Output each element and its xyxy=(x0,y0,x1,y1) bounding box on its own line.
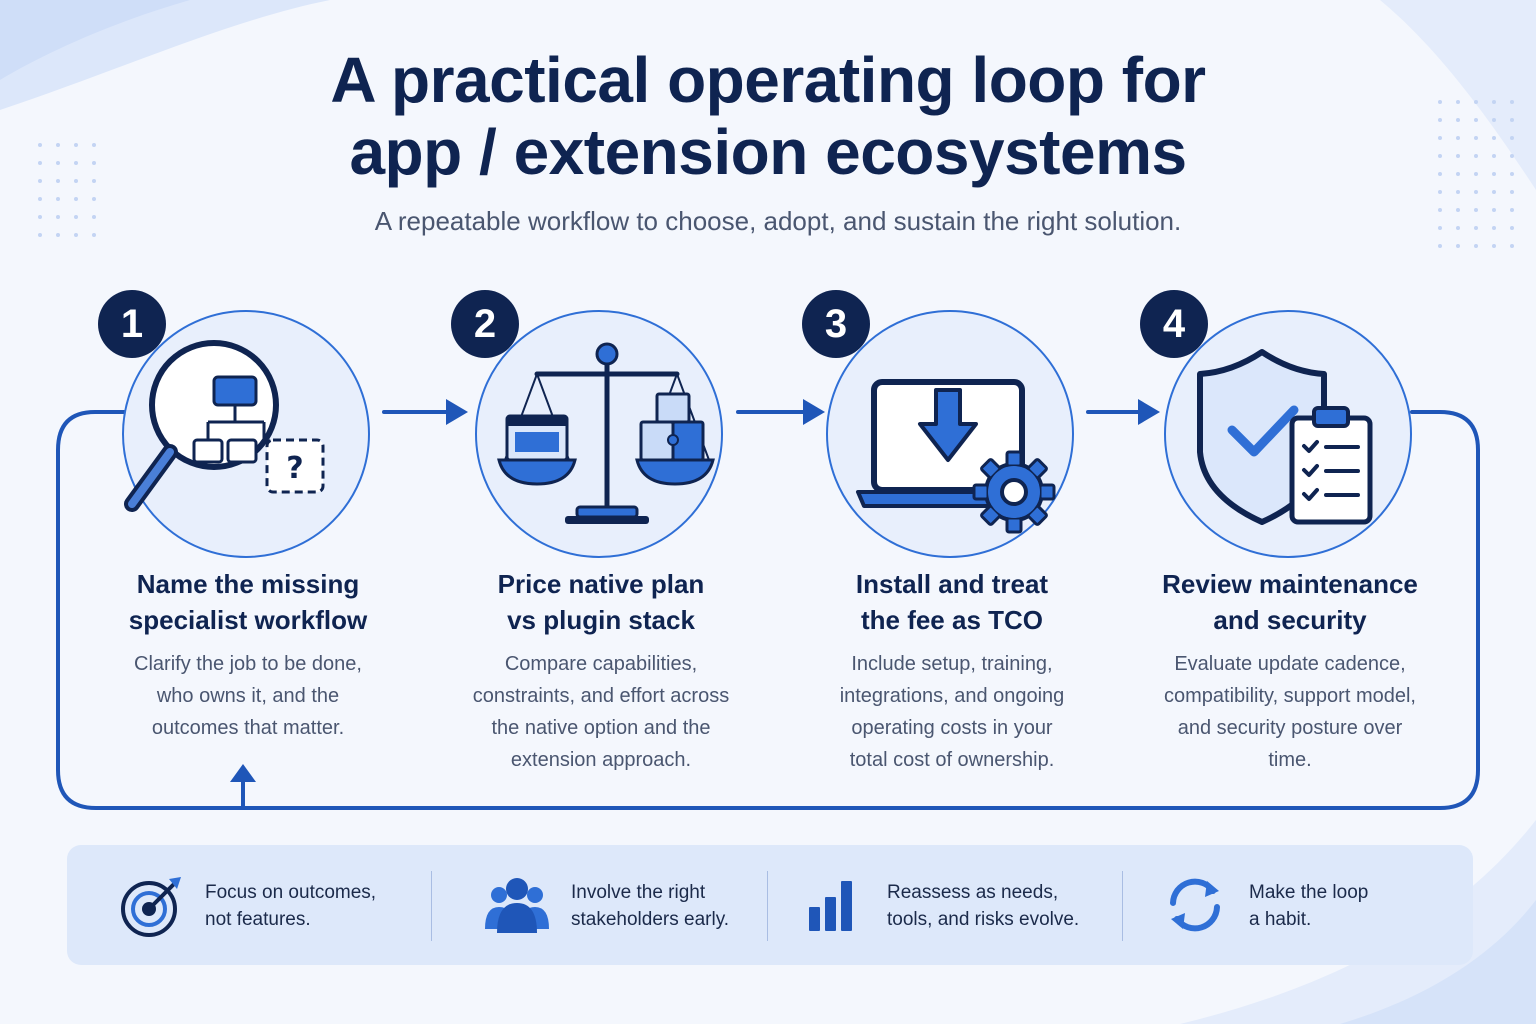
arrowhead-up-icon xyxy=(230,764,256,782)
tip-stakeholders-text: Involve the right stakeholders early. xyxy=(571,879,811,933)
step-1-title: Name the missing specialist workflow xyxy=(78,566,418,638)
arrowhead-2-3-icon xyxy=(803,399,825,425)
dot-grid-left xyxy=(38,143,96,237)
step-1: ? 1 Name the missing specialist workflow… xyxy=(78,290,418,790)
step-2-description-line: constraints, and effort across xyxy=(472,685,730,707)
step-4-title-line: and security xyxy=(1213,605,1367,635)
step-3-title-line: the fee as TCO xyxy=(860,605,1044,635)
step-4-description: Evaluate update cadence, compatibility, … xyxy=(1120,648,1460,776)
step-2-circle xyxy=(475,310,723,558)
dot-grid-right xyxy=(1438,100,1514,248)
step-1-title-line: specialist workflow xyxy=(128,605,368,635)
step-1-description-line: who owns it, and the xyxy=(156,685,340,707)
laptop-download-gear-icon xyxy=(856,379,1056,534)
step-1-description-line: outcomes that matter. xyxy=(151,717,345,739)
step-2-title: Price native plan vs plugin stack xyxy=(431,566,771,638)
step-3-number-badge: 3 xyxy=(802,290,870,358)
step-2-description-line: extension approach. xyxy=(510,749,692,771)
tips-bar: Focus on outcomes, not features. Involve… xyxy=(67,845,1473,965)
step-4-description-line: compatibility, support model, xyxy=(1164,685,1416,707)
page-subtitle: A repeatable workflow to choose, adopt, … xyxy=(374,206,1182,236)
svg-text:?: ? xyxy=(286,451,303,486)
step-2-description-line: Compare capabilities, xyxy=(504,653,698,675)
bar-chart-icon xyxy=(809,881,852,931)
refresh-cycle-icon xyxy=(1170,878,1220,932)
step-2-title-line: Price native plan xyxy=(497,569,705,599)
step-1-title-line: Name the missing xyxy=(136,569,360,599)
tip-text-line: stakeholders early. xyxy=(571,909,730,930)
step-2-number-badge: 2 xyxy=(451,290,519,358)
tip-divider xyxy=(767,871,768,941)
step-1-number-badge: 1 xyxy=(98,290,166,358)
tip-outcomes-text: Focus on outcomes, not features. xyxy=(205,879,445,933)
tip-divider xyxy=(1122,871,1123,941)
step-2-title-line: vs plugin stack xyxy=(507,605,695,635)
step-2-description-line: the native option and the xyxy=(491,717,711,739)
step-4-title-line: Review maintenance xyxy=(1162,569,1418,599)
balance-scale-icon xyxy=(497,342,715,524)
step-2-description: Compare capabilities, constraints, and e… xyxy=(431,648,771,776)
step-3-description-line: total cost of ownership. xyxy=(849,749,1055,771)
step-3-description-line: operating costs in your xyxy=(851,717,1053,739)
tip-reassess-text: Reassess as needs, tools, and risks evol… xyxy=(887,879,1127,933)
tip-habit-text: Make the loop a habit. xyxy=(1249,879,1489,933)
tip-text-line: tools, and risks evolve. xyxy=(887,909,1080,930)
magnifier-workflow-question-icon: ? xyxy=(124,340,325,512)
step-3-description-line: Include setup, training, xyxy=(851,653,1053,675)
step-3-circle xyxy=(826,310,1074,558)
step-2: 2 Price native plan vs plugin stack Comp… xyxy=(431,290,771,790)
tip-text-line: Involve the right xyxy=(571,882,706,903)
tip-divider xyxy=(431,871,432,941)
step-1-description: Clarify the job to be done, who owns it,… xyxy=(78,648,418,744)
step-1-description-line: Clarify the job to be done, xyxy=(134,653,362,675)
step-4: 4 Review maintenance and security Evalua… xyxy=(1120,290,1460,790)
shield-checklist-icon xyxy=(1197,349,1373,525)
step-3-title: Install and treat the fee as TCO xyxy=(782,566,1122,638)
step-3: 3 Install and treat the fee as TCO Inclu… xyxy=(782,290,1122,790)
step-3-description-line: integrations, and ongoing xyxy=(839,685,1065,707)
title-line-1: A practical operating loop for xyxy=(330,44,1206,116)
step-4-number-badge: 4 xyxy=(1140,290,1208,358)
page-title: A practical operating loop for app / ext… xyxy=(0,44,1536,188)
target-arrow-icon xyxy=(121,877,181,937)
step-3-title-line: Install and treat xyxy=(855,569,1049,599)
people-group-icon xyxy=(485,878,549,933)
tip-text-line: Reassess as needs, xyxy=(887,882,1059,903)
tip-text-line: Make the loop xyxy=(1249,882,1369,903)
arrowhead-3-4-icon xyxy=(1138,399,1160,425)
tip-text-line: not features. xyxy=(205,909,311,930)
loop-return-path xyxy=(56,410,1480,810)
arrowhead-1-2-icon xyxy=(446,399,468,425)
tip-text-line: Focus on outcomes, xyxy=(205,882,377,903)
step-3-description: Include setup, training, integrations, a… xyxy=(782,648,1122,776)
step-4-title: Review maintenance and security xyxy=(1120,566,1460,638)
title-line-2: app / extension ecosystems xyxy=(349,116,1187,188)
step-1-circle: ? xyxy=(122,310,370,558)
tip-text-line: a habit. xyxy=(1249,909,1312,930)
step-4-description-line: and security posture over xyxy=(1177,717,1403,739)
step-4-description-line: Evaluate update cadence, xyxy=(1174,653,1406,675)
step-4-description-line: time. xyxy=(1268,749,1312,771)
step-4-circle xyxy=(1164,310,1412,558)
